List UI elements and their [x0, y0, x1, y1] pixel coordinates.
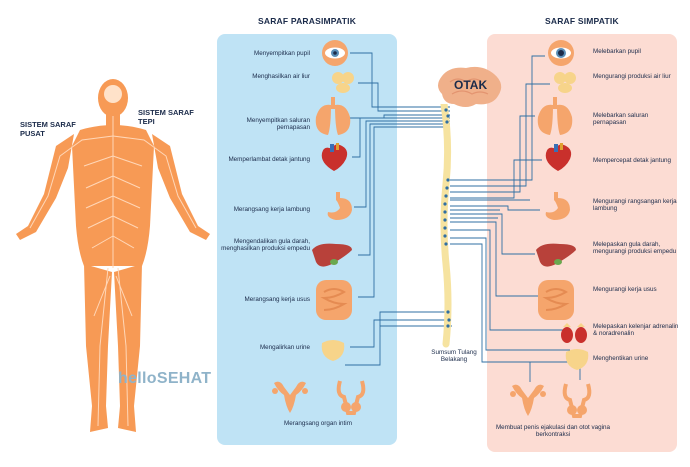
symp-label-intestine: Mengurangi kerja usus: [593, 286, 657, 293]
para-label-airway: Menyempitkan saluran pernapasan: [246, 117, 310, 132]
symp-label-stomach: Mengurangi rangsangan kerja lambung: [593, 198, 677, 213]
intestine-icon: [316, 280, 352, 320]
brain-label: OTAK: [454, 78, 488, 92]
para-label-bladder: Mengalirkan urine: [259, 344, 310, 351]
salivary-gland-icon-right: [554, 72, 576, 93]
parasympathetic-panel: [217, 34, 397, 445]
lungs-icon-right: [537, 97, 573, 135]
male-reproductive-icon-right: [562, 383, 592, 418]
heart-icon-right: [545, 143, 572, 171]
bladder-icon: [321, 340, 345, 361]
eye-icon: [322, 40, 348, 66]
brain-icon: [438, 66, 502, 107]
sympathetic-header: SARAF SIMPATIK: [545, 16, 619, 26]
liver-icon-right: [536, 243, 576, 267]
para-label-genitals: Merangsang organ intim: [284, 420, 352, 427]
spinal-cord-label: Sumsum Tulang Belakang: [431, 349, 477, 364]
symp-label-saliva: Mengurangi produksi air liur: [593, 73, 671, 80]
symp-label-genitals: Membuat penis ejakulasi dan otot vagina …: [495, 424, 611, 439]
bladder-icon-right: [565, 349, 589, 370]
sympathetic-panel: [487, 34, 677, 452]
symp-label-airway: Melebarkan saluran pernapasan: [593, 112, 649, 127]
male-reproductive-icon: [336, 380, 366, 415]
para-label-liver: Mengendalikan gula darah, menghasilkan p…: [221, 238, 310, 253]
eye-icon-right: [548, 40, 574, 66]
symp-label-adrenal: Melepaskan kelenjar adrenalin & noradren…: [593, 323, 679, 338]
symp-label-bladder: Menghentikan urine: [593, 355, 649, 362]
human-body-figure: [16, 79, 210, 432]
female-reproductive-icon: [272, 381, 308, 413]
lungs-icon: [315, 97, 351, 135]
liver-icon: [312, 243, 352, 267]
peripheral-nervous-system-label: SISTEM SARAF TEPI: [138, 108, 194, 126]
stomach-icon: [327, 192, 352, 220]
symp-label-heart: Mempercepat detak jantung: [593, 157, 672, 164]
spinal-cord-icon: [440, 104, 452, 348]
heart-icon: [321, 143, 348, 171]
hellosehat-logo: helloSEHAT: [118, 370, 212, 387]
para-label-pupil: Menyempitkan pupil: [253, 50, 310, 57]
stomach-icon-right: [545, 192, 570, 220]
para-label-heart: Memperlambat detak jantung: [228, 156, 310, 163]
para-label-stomach: Merangsang kerja lambung: [233, 206, 310, 213]
para-label-intestine: Merangsang kerja usus: [244, 296, 310, 303]
symp-label-pupil: Melebarkan pupil: [593, 48, 641, 55]
adrenal-kidney-icon: [561, 323, 587, 343]
intestine-icon-right: [538, 280, 574, 320]
symp-label-liver: Melepaskan gula darah, mengurangi produk…: [593, 241, 677, 256]
central-nervous-system-label: SISTEM SARAF PUSAT: [20, 120, 76, 138]
salivary-gland-icon: [332, 72, 354, 93]
parasympathetic-header: SARAF PARASIMPATIK: [258, 16, 357, 26]
para-label-saliva: Menghasilkan air liur: [252, 73, 310, 80]
female-reproductive-icon-right: [510, 384, 546, 416]
